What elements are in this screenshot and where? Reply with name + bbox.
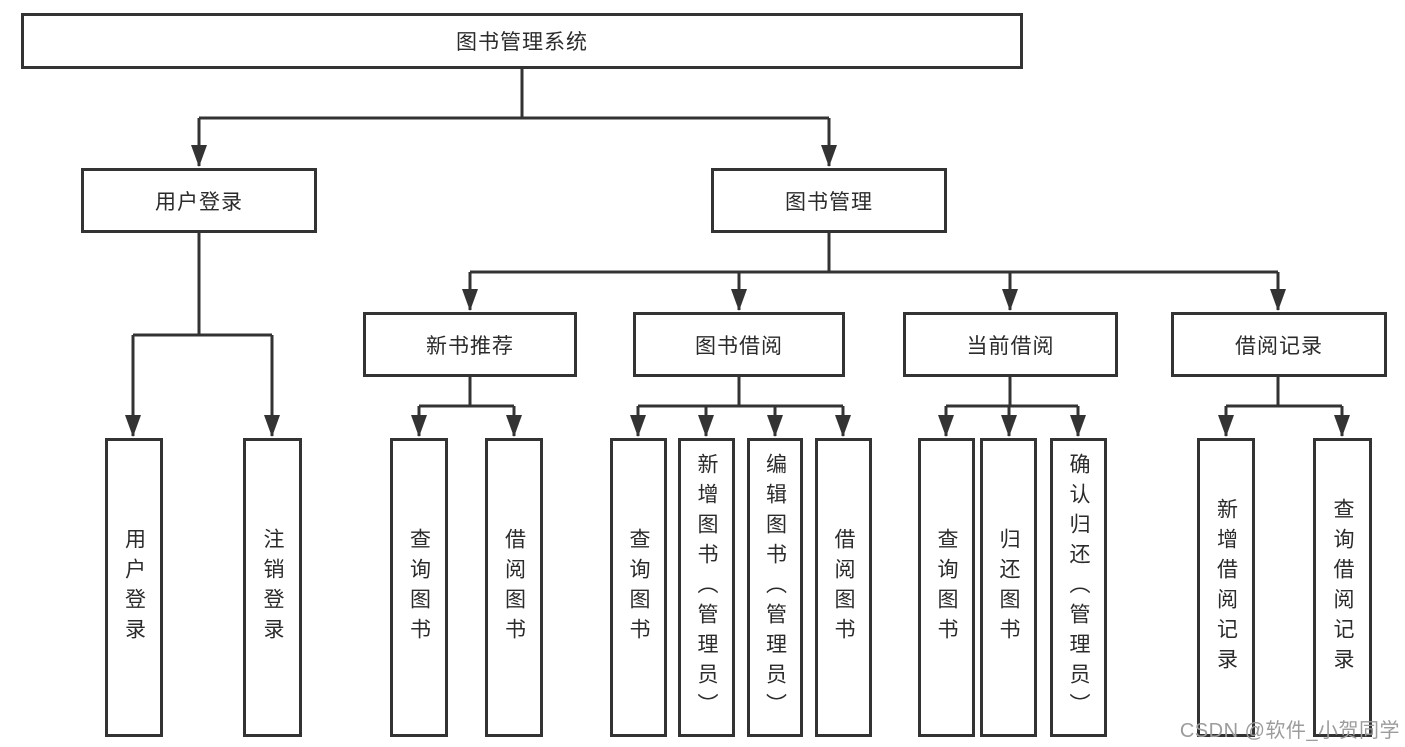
node-root-system: 图书管理系统 xyxy=(21,13,1023,69)
watermark: CSDN @软件_小贺同学 xyxy=(1179,720,1400,742)
leaf-cb-query-books: 查询图书 xyxy=(918,438,975,737)
leaf-bb-query-books: 查询图书 xyxy=(610,438,667,737)
leaf-cb-confirm-return-admin: 确认归还（管理员） xyxy=(1050,438,1107,737)
leaf-cb-query-books-label: 查询图书 xyxy=(935,527,958,648)
node-current-borrow-label: 当前借阅 xyxy=(966,334,1055,358)
leaf-br-add-record-label: 新增借阅记录 xyxy=(1214,497,1238,678)
node-book-management: 图书管理 xyxy=(711,168,947,233)
leaf-logout: 注销登录 xyxy=(243,438,302,737)
node-new-book-recommend: 新书推荐 xyxy=(363,312,577,377)
node-user-login-label: 用户登录 xyxy=(155,190,243,214)
leaf-bb-edit-books-admin-label: 编辑图书（管理员） xyxy=(763,452,787,723)
leaf-logout-label: 注销登录 xyxy=(261,527,284,648)
leaf-bb-borrow-books-label: 借阅图书 xyxy=(832,527,855,648)
node-book-management-label: 图书管理 xyxy=(785,190,873,214)
leaf-user-login: 用户登录 xyxy=(105,438,163,737)
leaf-nb-borrow-books-label: 借阅图书 xyxy=(502,527,526,648)
leaf-cb-return-books-label: 归还图书 xyxy=(997,527,1020,648)
leaf-cb-confirm-return-admin-label: 确认归还（管理员） xyxy=(1067,452,1090,723)
leaf-br-query-record: 查询借阅记录 xyxy=(1313,438,1372,737)
node-current-borrow: 当前借阅 xyxy=(903,312,1118,377)
node-borrow-records-label: 借阅记录 xyxy=(1235,334,1323,358)
leaf-bb-add-books-admin-label: 新增图书（管理员） xyxy=(695,452,718,723)
leaf-user-login-label: 用户登录 xyxy=(122,527,146,648)
leaf-br-add-record: 新增借阅记录 xyxy=(1197,438,1255,737)
node-new-book-recommend-label: 新书推荐 xyxy=(426,334,514,358)
leaf-bb-borrow-books: 借阅图书 xyxy=(815,438,872,737)
leaf-cb-return-books: 归还图书 xyxy=(980,438,1037,737)
node-book-borrow: 图书借阅 xyxy=(633,312,845,377)
leaf-bb-add-books-admin: 新增图书（管理员） xyxy=(678,438,735,737)
node-root-label: 图书管理系统 xyxy=(456,31,588,54)
node-borrow-records: 借阅记录 xyxy=(1171,312,1387,377)
leaf-nb-query-books: 查询图书 xyxy=(390,438,448,737)
leaf-nb-query-books-label: 查询图书 xyxy=(407,527,431,648)
leaf-br-query-record-label: 查询借阅记录 xyxy=(1331,497,1354,678)
leaf-bb-edit-books-admin: 编辑图书（管理员） xyxy=(747,438,803,737)
leaf-nb-borrow-books: 借阅图书 xyxy=(485,438,543,737)
leaf-bb-query-books-label: 查询图书 xyxy=(627,527,650,648)
node-user-login: 用户登录 xyxy=(81,168,317,233)
node-book-borrow-label: 图书借阅 xyxy=(695,334,783,358)
